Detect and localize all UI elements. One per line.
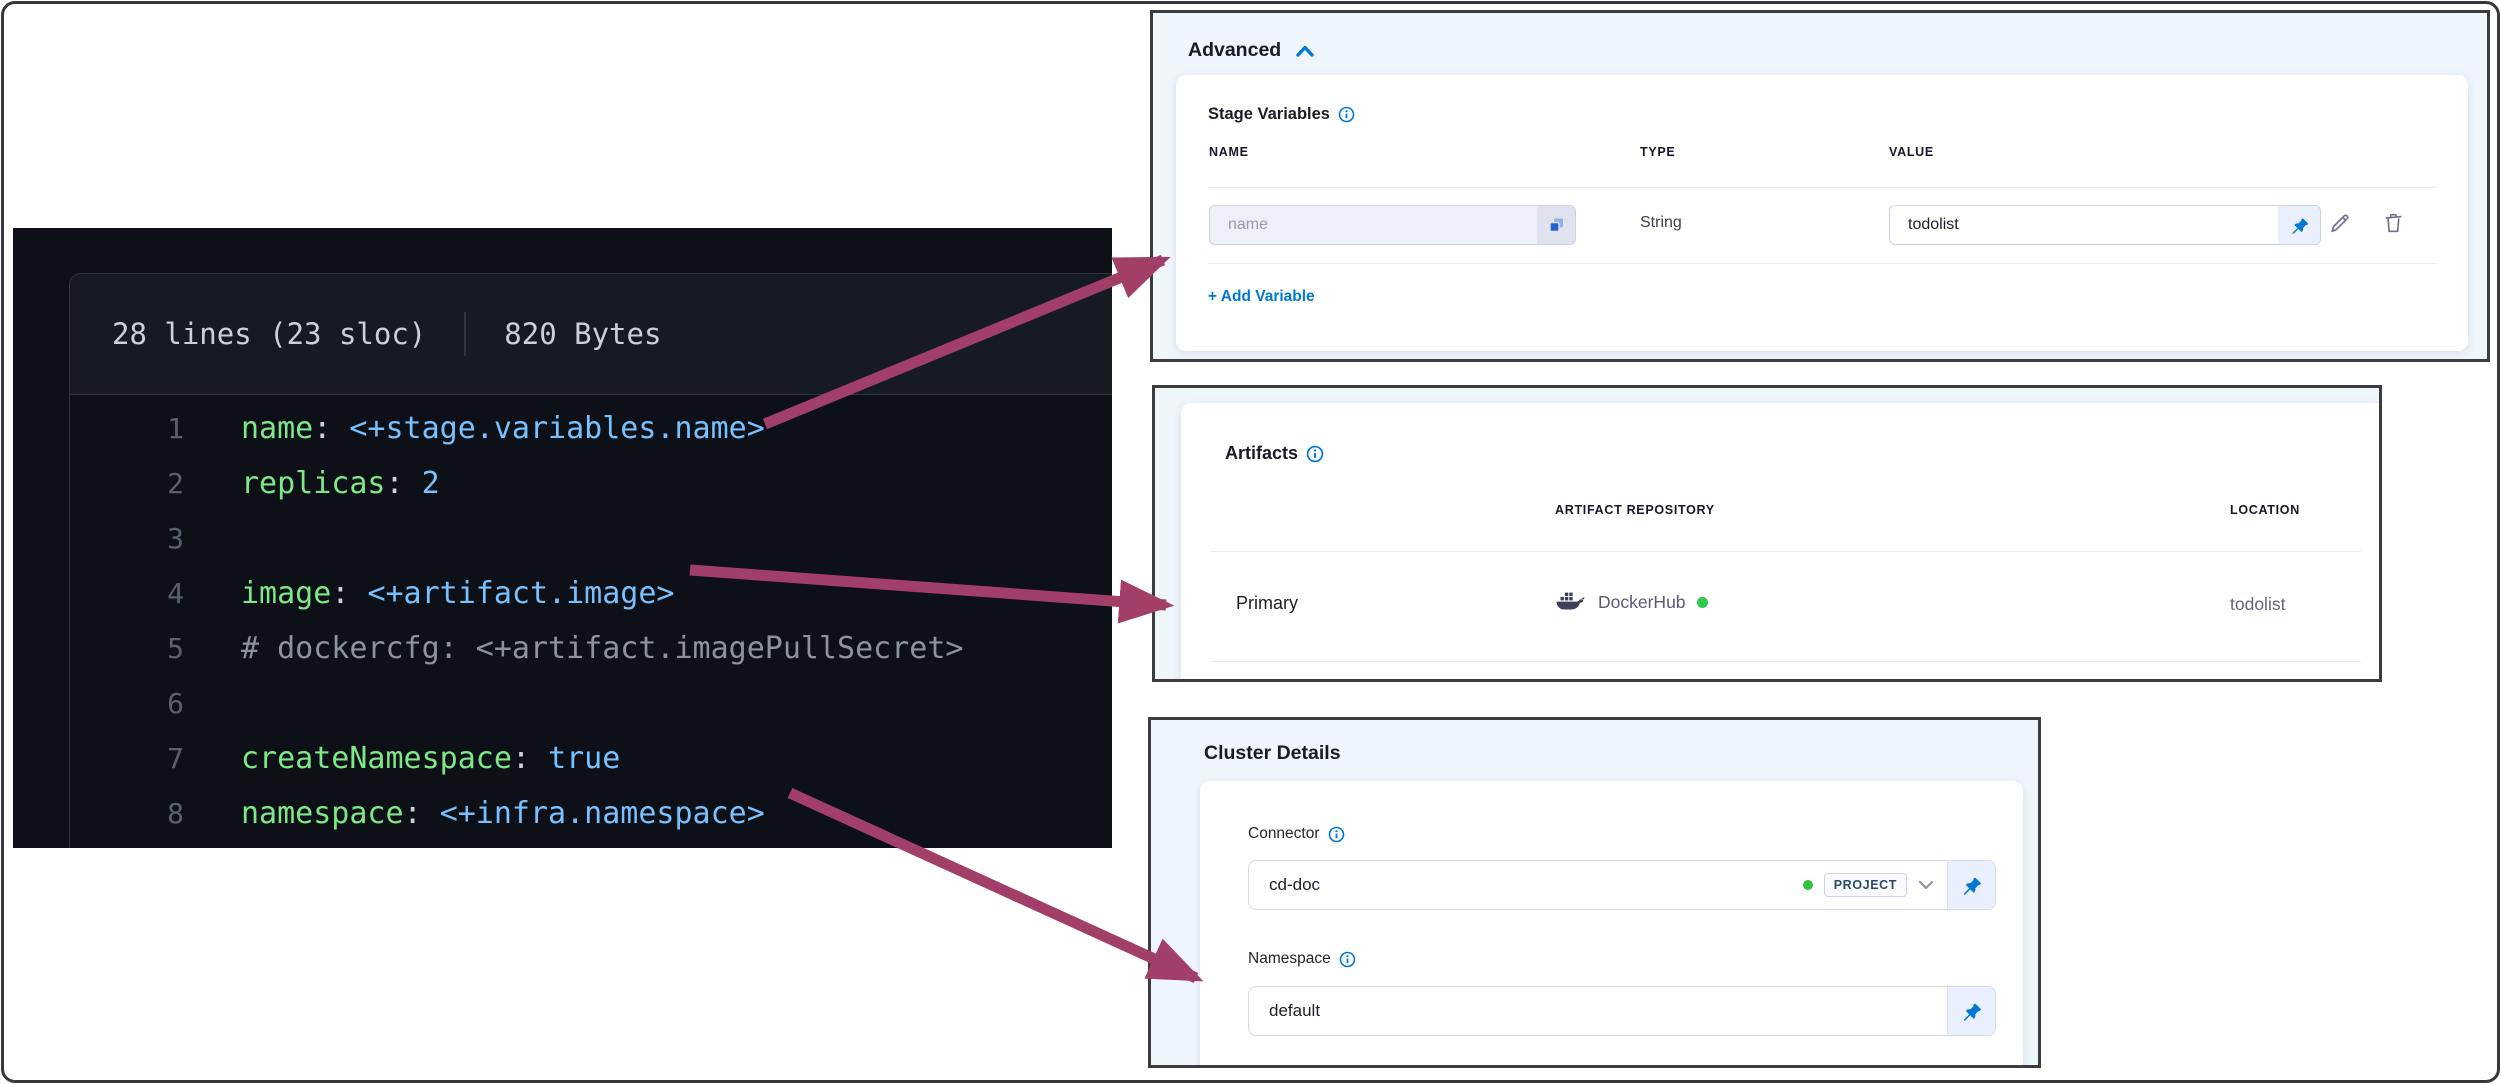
line-number: 1 xyxy=(167,412,184,445)
info-icon[interactable] xyxy=(1338,106,1355,123)
connector-status-dot xyxy=(1696,597,1708,608)
file-line-stats: 28 lines (23 sloc) xyxy=(112,317,427,351)
add-variable-button[interactable]: + Add Variable xyxy=(1208,288,1315,305)
trash-icon xyxy=(2385,213,2402,233)
pin-icon xyxy=(1963,875,1981,895)
connector-label: Connector xyxy=(1248,825,1320,842)
code-lines: 1 name: <+stage.variables.name> 2 replicas:… xyxy=(70,395,1112,848)
cluster-details-title: Cluster Details xyxy=(1204,742,1341,764)
column-header-type: TYPE xyxy=(1640,145,1676,159)
code-line: 9 xyxy=(70,841,1112,848)
connector-input[interactable]: cd-doc PROJECT xyxy=(1248,860,1996,910)
code-text: namespace: <+infra.namespace> xyxy=(241,796,765,831)
artifacts-title: Artifacts xyxy=(1225,443,1299,463)
variable-value: todolist xyxy=(1908,216,1959,233)
cluster-details-card: Connector cd-doc PROJECT Namespace xyxy=(1200,781,2023,1065)
code-line: 3 xyxy=(70,511,1112,566)
delete-variable-button[interactable] xyxy=(2382,212,2405,240)
line-number: 2 xyxy=(167,467,184,500)
line-number: 3 xyxy=(167,522,184,555)
artifact-repository-name: DockerHub xyxy=(1598,592,1686,612)
stage-variables-card: Stage Variables NAME TYPE VALUE name Str… xyxy=(1176,75,2468,351)
column-header-name: NAME xyxy=(1209,145,1249,159)
info-icon[interactable] xyxy=(1306,445,1324,463)
variable-name-input[interactable]: name xyxy=(1209,205,1576,245)
line-number: 4 xyxy=(167,577,184,610)
artifact-row-label: Primary xyxy=(1236,593,1298,613)
copy-icon xyxy=(1548,218,1563,232)
code-text: image: <+artifact.image> xyxy=(241,576,675,611)
line-number: 7 xyxy=(167,742,184,775)
fixed-value-pin-button[interactable] xyxy=(1947,987,1995,1035)
namespace-value: default xyxy=(1269,1001,1321,1020)
header-divider xyxy=(1208,187,2436,188)
advanced-section-toggle[interactable]: Advanced xyxy=(1188,39,1315,62)
code-line: 6 xyxy=(70,676,1112,731)
edit-variable-button[interactable] xyxy=(2328,212,2351,240)
code-line: 4 image: <+artifact.image> xyxy=(70,566,1112,621)
code-file-card: 28 lines (23 sloc) 820 Bytes 1 name: <+st… xyxy=(69,273,1112,848)
pin-icon xyxy=(1963,1001,1981,1021)
fixed-value-pin-button[interactable] xyxy=(1947,861,1995,909)
docker-whale-icon xyxy=(1556,592,1585,610)
variable-type: String xyxy=(1640,214,1682,231)
file-size: 820 Bytes xyxy=(504,317,662,351)
code-editor: 28 lines (23 sloc) 820 Bytes 1 name: <+st… xyxy=(13,228,1112,848)
artifact-location: todolist xyxy=(2230,594,2286,614)
namespace-input[interactable]: default xyxy=(1248,986,1996,1036)
artifacts-panel: Artifacts ARTIFACT REPOSITORY LOCATION P… xyxy=(1152,385,2382,682)
line-number: 6 xyxy=(167,687,184,720)
advanced-title: Advanced xyxy=(1188,39,1282,61)
artifact-repository-cell: DockerHub xyxy=(1555,589,1708,616)
variable-name-placeholder: name xyxy=(1228,216,1269,233)
row-divider xyxy=(1208,263,2436,264)
cluster-details-panel: Cluster Details Connector cd-doc PROJECT… xyxy=(1148,717,2041,1068)
code-line: 8 namespace: <+infra.namespace> xyxy=(70,786,1112,841)
code-line: 7 createNamespace: true xyxy=(70,731,1112,786)
column-header-artifact-repository: ARTIFACT REPOSITORY xyxy=(1555,503,1715,517)
pin-icon xyxy=(2292,216,2308,234)
code-text: replicas: 2 xyxy=(241,466,440,501)
stage-variables-label: Stage Variables xyxy=(1208,105,1330,123)
namespace-label: Namespace xyxy=(1248,950,1331,967)
code-text: name: <+stage.variables.name> xyxy=(241,411,765,446)
line-number: 5 xyxy=(167,632,184,665)
info-icon[interactable] xyxy=(1328,826,1345,843)
column-header-location: LOCATION xyxy=(2230,503,2300,517)
chevron-down-icon[interactable] xyxy=(1918,880,1934,890)
connector-value: cd-doc xyxy=(1269,875,1321,894)
chevron-up-icon xyxy=(1295,44,1315,58)
code-line: 1 name: <+stage.variables.name> xyxy=(70,401,1112,456)
scope-badge: PROJECT xyxy=(1823,873,1907,897)
header-separator xyxy=(464,312,467,356)
header-divider xyxy=(1211,551,2361,552)
pencil-icon xyxy=(2331,214,2349,233)
line-number: 8 xyxy=(167,797,184,830)
artifacts-card: Artifacts ARTIFACT REPOSITORY LOCATION P… xyxy=(1181,403,2379,679)
code-file-header: 28 lines (23 sloc) 820 Bytes xyxy=(70,274,1112,395)
variable-value-input[interactable]: todolist xyxy=(1889,205,2321,245)
copy-button[interactable] xyxy=(1537,206,1575,244)
row-divider xyxy=(1211,661,2361,662)
code-line: 2 replicas: 2 xyxy=(70,456,1112,511)
code-line: 5 # dockercfg: <+artifact.imagePullSecret… xyxy=(70,621,1112,676)
advanced-panel: Advanced Stage Variables NAME TYPE VALUE… xyxy=(1150,10,2490,362)
connector-status-dot xyxy=(1802,880,1813,890)
code-text: # dockercfg: <+artifact.imagePullSecret> xyxy=(241,631,964,666)
code-text: createNamespace: true xyxy=(241,741,621,776)
info-icon[interactable] xyxy=(1339,951,1356,968)
fixed-value-pin-button[interactable] xyxy=(2278,206,2320,244)
column-header-value: VALUE xyxy=(1889,145,1934,159)
